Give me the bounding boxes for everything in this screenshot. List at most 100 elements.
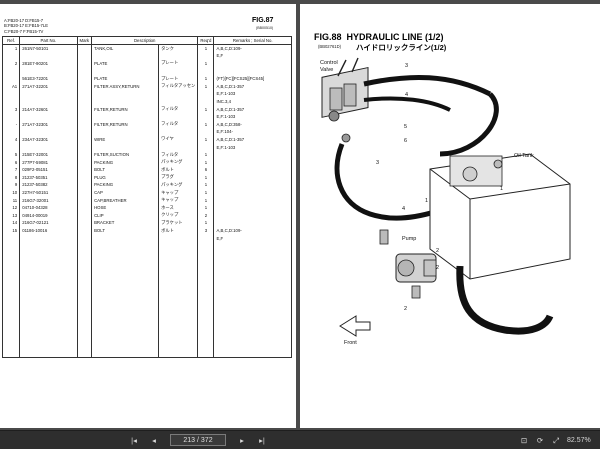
cell-rem: (FT)[FC][FCS25][FCS45] xyxy=(213,74,292,83)
cell-jp: ボルト xyxy=(158,226,199,235)
cell-rem: E,F xyxy=(213,234,292,242)
page-number-value: 213 / 372 xyxy=(183,436,213,444)
cell-rem xyxy=(213,219,292,227)
cell-rem xyxy=(213,166,292,174)
cell-mark xyxy=(76,166,93,174)
cell-part xyxy=(19,67,78,75)
prev-page-icon[interactable]: ◂ xyxy=(152,436,156,445)
cell-mark xyxy=(76,97,93,106)
cell-qty: 1 xyxy=(197,150,215,159)
empty-cell xyxy=(76,241,93,359)
cell-mark xyxy=(76,82,93,91)
cell-desc: CLIP xyxy=(91,211,160,220)
cell-ref: 6 xyxy=(1,158,21,166)
cell-rem: A,B,C,D:1-357 xyxy=(213,82,292,91)
cell-qty xyxy=(197,234,215,242)
cell-mark xyxy=(76,211,93,220)
page-number-input[interactable]: 213 / 372 xyxy=(170,434,226,446)
cell-desc: CAP,BREATHER xyxy=(91,196,160,204)
table-row: E,F xyxy=(1,234,292,242)
next-page-icon[interactable]: ▸ xyxy=(240,436,244,445)
cell-qty: 1 xyxy=(197,105,215,113)
cell-desc: FILTER,RETURN xyxy=(91,105,160,113)
rotate-icon[interactable]: ⟳ xyxy=(536,436,544,445)
cell-desc: BOLT xyxy=(91,226,160,235)
cell-desc: BRACKET xyxy=(91,219,160,227)
cell-ref xyxy=(1,74,21,83)
first-page-icon[interactable]: |◂ xyxy=(131,436,137,445)
viewer-toolbar: |◂ ◂ 213 / 372 ▸ ▸| ⊡ ⟳ ⤢ 82.57% xyxy=(0,430,600,449)
cell-jp: フィルタアッセン xyxy=(158,82,199,91)
cell-rem xyxy=(213,188,292,197)
cell-jp: フィルタ xyxy=(158,150,199,159)
document-viewer[interactable]: A:FB20-17 D:FB15-7 B:FB20-17 E:FB15-7LE … xyxy=(0,0,600,430)
cell-part xyxy=(19,90,78,98)
model-line: B:FB20-17 E:FB15-7LE xyxy=(4,23,48,29)
cell-jp: フィルタ xyxy=(158,105,199,113)
table-row xyxy=(1,67,292,75)
cell-jp: フィルタ xyxy=(158,120,199,129)
cell-jp xyxy=(158,67,199,75)
cell-part: 216G7-02121 xyxy=(19,219,78,227)
cell-mark xyxy=(76,234,93,242)
fit-page-icon[interactable]: ⊡ xyxy=(520,436,528,445)
cell-ref xyxy=(1,90,21,98)
cell-mark xyxy=(76,128,93,136)
zoom-level[interactable]: 82.57% xyxy=(567,431,591,449)
cell-qty xyxy=(197,112,215,121)
callout-number: 2 xyxy=(404,306,407,312)
cell-ref xyxy=(1,112,21,121)
cell-qty: 1 xyxy=(197,82,215,91)
cell-jp: タンク xyxy=(158,44,199,53)
header-description: Description xyxy=(91,36,199,45)
cell-mark xyxy=(76,158,93,166)
cell-ref: 7 xyxy=(1,166,21,174)
empty-cell xyxy=(91,241,160,359)
cell-jp: クリップ xyxy=(158,211,199,220)
cell-desc xyxy=(91,97,160,106)
callout-number: 4 xyxy=(402,206,405,212)
cell-mark xyxy=(76,143,93,151)
cell-jp xyxy=(158,234,199,242)
cell-ref: 15 xyxy=(1,226,21,235)
pump-illustration xyxy=(379,229,437,299)
cell-qty: 1 xyxy=(197,59,215,68)
cell-ref xyxy=(1,234,21,242)
cell-desc xyxy=(91,234,160,242)
cell-mark xyxy=(76,90,93,98)
cell-part: 271A7-32201 xyxy=(19,82,78,91)
figure-number: FIG.88 HYDRAULIC LINE (1/2) xyxy=(314,32,444,42)
cell-part: 216G7-32001 xyxy=(19,196,78,204)
cell-qty: 2 xyxy=(197,211,215,220)
cell-ref: 11 xyxy=(1,196,21,204)
callout-number: 5 xyxy=(404,124,407,130)
cell-desc: WIRE xyxy=(91,135,160,144)
cell-qty xyxy=(197,90,215,98)
cell-rem xyxy=(213,181,292,189)
zoom-value: 82.57% xyxy=(567,437,591,444)
model-line: A:FB20-17 D:FB15-7 xyxy=(4,18,44,23)
cell-jp xyxy=(158,112,199,121)
figure-number: FIG.87 xyxy=(252,17,274,24)
cell-ref: A1 xyxy=(1,82,21,91)
cell-ref xyxy=(1,97,21,106)
table-row: E,F xyxy=(1,52,292,60)
cell-qty: 1 xyxy=(197,196,215,204)
last-page-icon[interactable]: ▸| xyxy=(259,436,265,445)
cell-part xyxy=(19,52,78,60)
fullscreen-icon[interactable]: ⤢ xyxy=(553,435,559,445)
cell-mark xyxy=(76,74,93,83)
cell-rem: E,F xyxy=(213,52,292,60)
cell-qty: 1 xyxy=(197,158,215,166)
cell-ref: 10 xyxy=(1,188,21,197)
cell-part: 281E7-90201 xyxy=(19,59,78,68)
header-ref: Ref. xyxy=(1,36,21,45)
